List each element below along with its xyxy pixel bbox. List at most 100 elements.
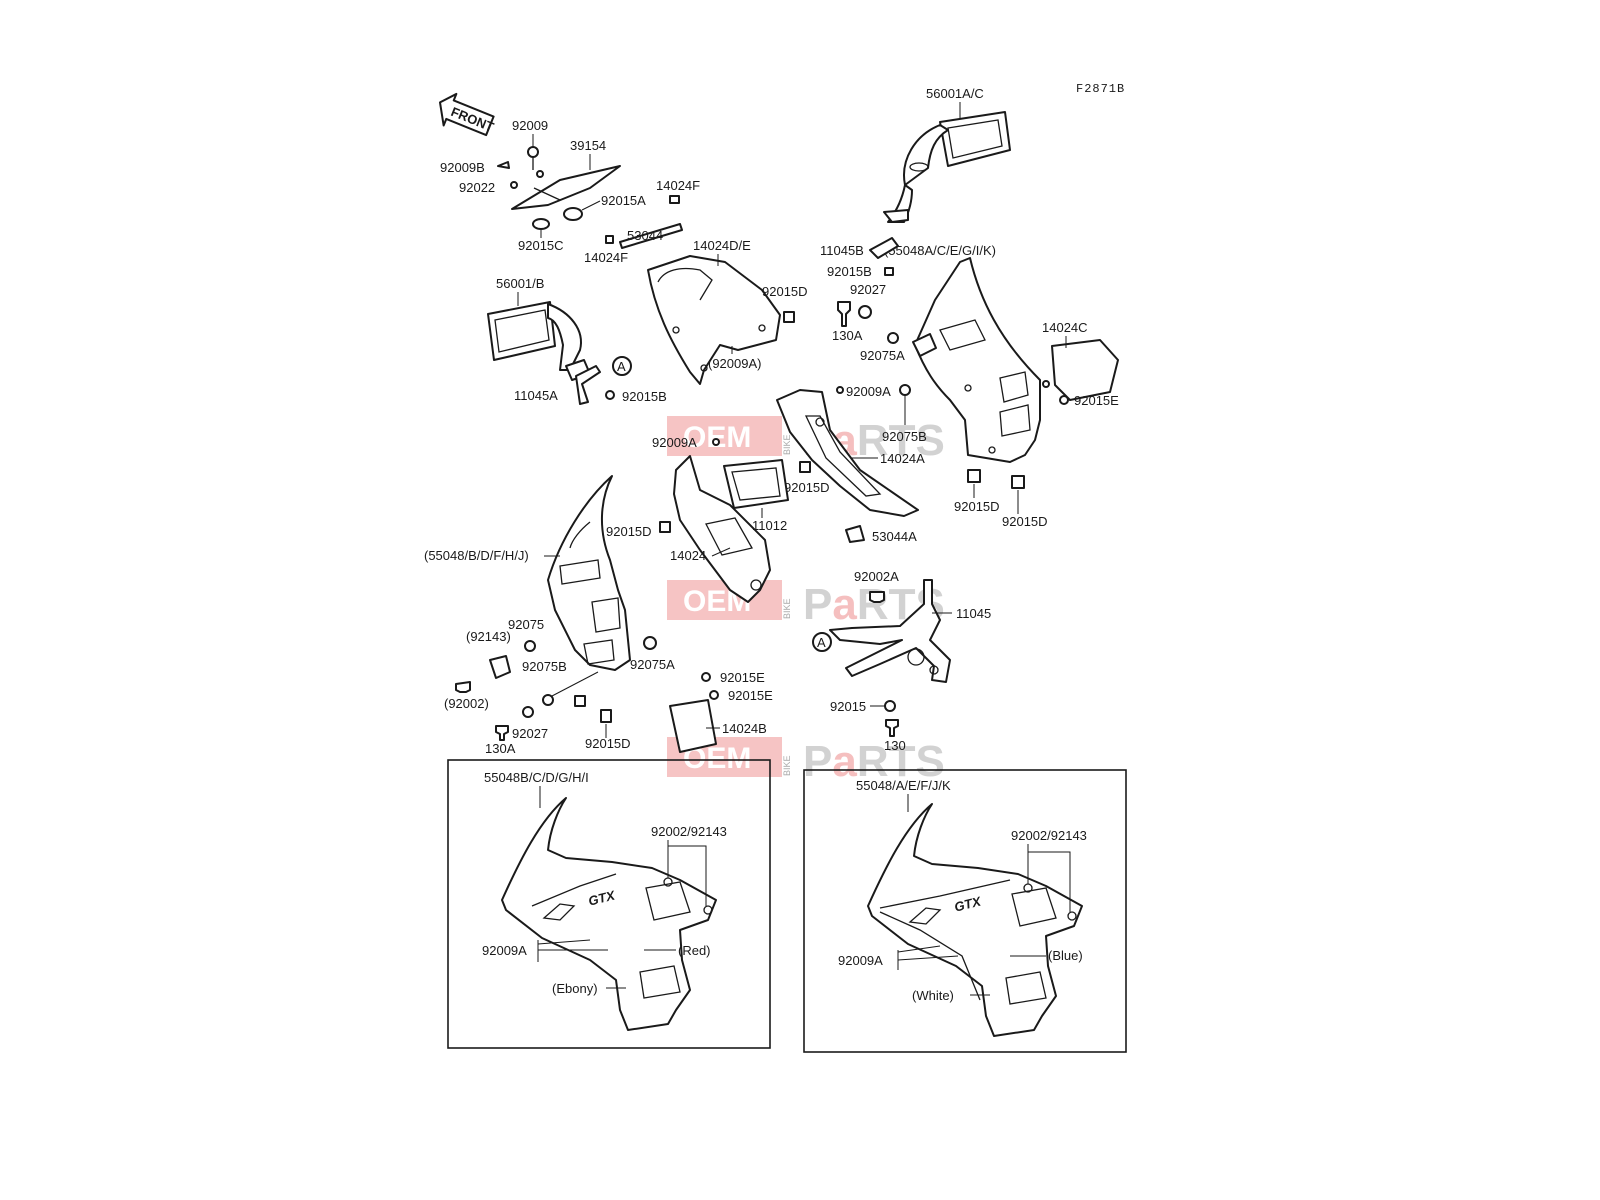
label-92015e-2: 92015E [728,688,773,703]
watermark-oem: OEM [683,421,751,454]
label-92143-paren: (92143) [466,629,511,644]
label-92009a-mid: 92009A [652,435,697,450]
label-53044a: 53044A [872,529,917,544]
inset-right-clip: 92009A [838,953,883,968]
inner-panel-14024de [647,255,781,385]
inner-panel-14024a [776,389,919,517]
svg-text:A: A [617,359,626,374]
label-92015d-2: 92015D [784,480,830,495]
label-92015d-5: 92015D [606,524,652,539]
label-92015d-4: 92015D [1002,514,1048,529]
label-92015d-3: 92015D [954,499,1000,514]
inset-left-color-upper: (Red) [678,943,711,958]
mirror-right [883,111,1011,223]
clip-92015d-6 [600,709,612,723]
clip-92009a-right [836,386,844,394]
clip-92015d-1 [783,311,795,323]
label-14024f-top: 14024F [656,178,700,193]
label-92015d-6: 92015D [585,736,631,751]
label-92009a-paren: (92009A) [708,356,761,371]
watermark-bike: BIKE [782,434,792,455]
watermark-bike: BIKE [782,598,792,619]
label-92015e-right: 92015E [1074,393,1119,408]
gtx-logo-right: GTX [953,893,984,914]
label-92015b-right: 92015B [827,264,872,279]
inset-right-part-no: 55048/A/E/F/J/K [856,778,951,793]
inset-right-fastener: 92002/92143 [1011,828,1087,843]
label-11045b: 11045B [820,243,864,258]
inset-left-fastener: 92002/92143 [651,824,727,839]
label-14024a: 14024A [880,451,925,466]
label-92015e-1: 92015E [720,670,765,685]
nut-92015e-2 [709,690,719,700]
bracket-11045b [869,237,899,259]
panel-14024b [669,699,717,753]
grommet-92075b-right [899,384,911,396]
clip-92015d-5 [659,521,671,533]
inset-left: 55048B/C/D/G/H/I GTX 92002/92143 92009A … [447,759,771,1049]
duct-11012 [723,459,789,509]
fastener-92143 [489,655,511,679]
figure-code: F2871B [1076,82,1125,96]
clip-left-lower [574,695,586,707]
label-14024b: 14024B [722,721,767,736]
upper-cowl-right [914,257,1041,489]
bolt-130 [885,719,899,737]
bolt-130a-right [837,301,851,327]
nut-92015e-right [1059,395,1069,405]
label-39154: 39154 [570,138,606,153]
inset-left-clip: 92009A [482,943,527,958]
clip-92015d-4 [1011,475,1025,489]
grommet-92027-right [858,305,872,319]
grommet-92075a-right [887,332,899,344]
bracket-right-cowl [912,333,937,357]
front-arrow: FRONT [439,92,496,137]
label-55048bdfhj: (55048/B/D/F/H/J) [424,548,529,563]
label-92075b-right: 92075B [882,429,927,444]
watermark-bike: BIKE [782,755,792,776]
label-92015c: 92015C [518,238,564,253]
label-14024de: 14024D/E [693,238,751,253]
label-92015: 92015 [830,699,866,714]
label-56001b: 56001/B [496,276,544,291]
clip-92015d-2 [799,461,811,473]
label-92075a-left: 92075A [630,657,675,672]
bracket-11045a [575,365,601,405]
label-14024f-bottom: 14024F [584,250,628,265]
label-55048acegik: (55048A/C/E/G/I/K) [884,243,996,258]
svg-text:PaRTS: PaRTS [803,737,945,786]
nut-92015b-right [884,267,894,276]
windscreen-trim-group [497,146,683,249]
nut-92015b [605,390,615,400]
inset-right-color-upper: (Blue) [1048,948,1083,963]
clip-53044a [845,525,865,543]
mirror-left [487,301,591,381]
label-92015d-1: 92015D [762,284,808,299]
inset-left-color-lower: (Ebony) [552,981,598,996]
label-14024: 14024 [670,548,706,563]
label-92027-left: 92027 [512,726,548,741]
label-92009: 92009 [512,118,548,133]
washer-14024c [1042,380,1050,388]
inset-left-part-no: 55048B/C/D/G/H/I [484,770,589,785]
ref-marker-a-top [612,356,632,376]
label-92022: 92022 [459,180,495,195]
watermark-2: OEM BIKE PaRTS [667,580,945,629]
grommet-92075b-left [542,694,554,706]
label-92075: 92075 [508,617,544,632]
nut-92015e-1 [701,672,711,682]
label-92075b-left: 92075B [522,659,567,674]
label-130: 130 [884,738,906,753]
label-11012: 11012 [752,518,787,533]
lower-cowl-left [547,475,631,671]
panel-14024c [1051,339,1119,401]
label-130a-left: 130A [485,741,516,756]
label-11045: 11045 [956,606,991,621]
inner-panel-14024 [673,455,771,603]
clip-92015d-3 [967,469,981,483]
label-92015a: 92015A [601,193,646,208]
stay-11045 [829,579,951,683]
label-53044: 53044 [627,228,663,243]
label-11045a: 11045A [514,388,558,403]
